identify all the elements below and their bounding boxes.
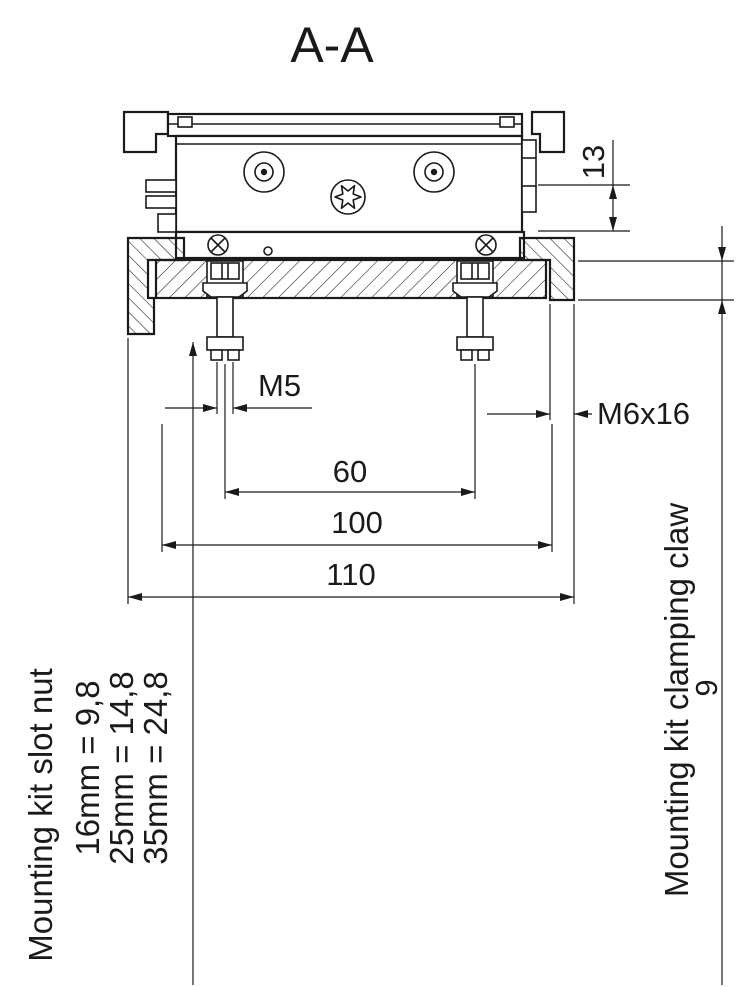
flange-pin-icon [263,246,273,256]
callout-slot-nut-line [189,342,197,985]
dim-m5: M5 [165,362,312,414]
note-clamping-claw-title: Mounting kit clamping claw [658,503,695,898]
screw-right-icon [413,151,455,193]
flange-screw-left-icon [207,234,229,256]
top-plate-screw-left [177,116,193,128]
dim-100: 100 [161,424,553,552]
section-title: A-A [290,17,374,73]
dim-110: 110 [127,338,574,604]
note-slot-nut: Mounting kit slot nut 16mm = 9,8 25mm = … [22,668,174,962]
base-flange [174,230,526,260]
dim-m5-label: M5 [258,368,301,403]
slot-nut-right [452,262,498,361]
top-plate-screw-right [499,116,515,128]
dim-13-label: 13 [576,145,611,179]
dim-9: 9 [578,226,734,985]
top-plate [166,112,524,138]
note-slot-nut-title: Mounting kit slot nut [22,668,59,962]
slot-nut-left [202,262,248,361]
top-right-tab [530,110,566,154]
dim-m6x16: M6x16 [487,304,690,604]
top-assembly [122,110,566,260]
right-clamping-claw [518,236,576,302]
right-side-rail-detail [521,139,537,213]
dim-110-label: 110 [326,557,375,592]
note-slot-nut-variant-35: 35mm = 24,8 [137,671,174,865]
top-left-tab [122,110,170,154]
left-clamping-claw [126,236,186,336]
left-side-clamp-detail [145,179,177,233]
screw-left-icon [243,151,285,193]
dim-100-label: 100 [331,505,383,540]
torx-screw-icon [330,179,366,215]
dim-60-label: 60 [333,454,367,489]
note-slot-nut-variant-25: 25mm = 14,8 [103,671,140,865]
dim-9-label: 9 [689,679,724,696]
dim-13: 13 [538,140,630,232]
flange-screw-right-icon [475,234,497,256]
note-clamping-claw: Mounting kit clamping claw [658,503,695,898]
dim-m6x16-label: M6x16 [597,396,690,431]
dim-60: 60 [224,364,476,499]
note-slot-nut-variant-16: 16mm = 9,8 [69,680,106,855]
